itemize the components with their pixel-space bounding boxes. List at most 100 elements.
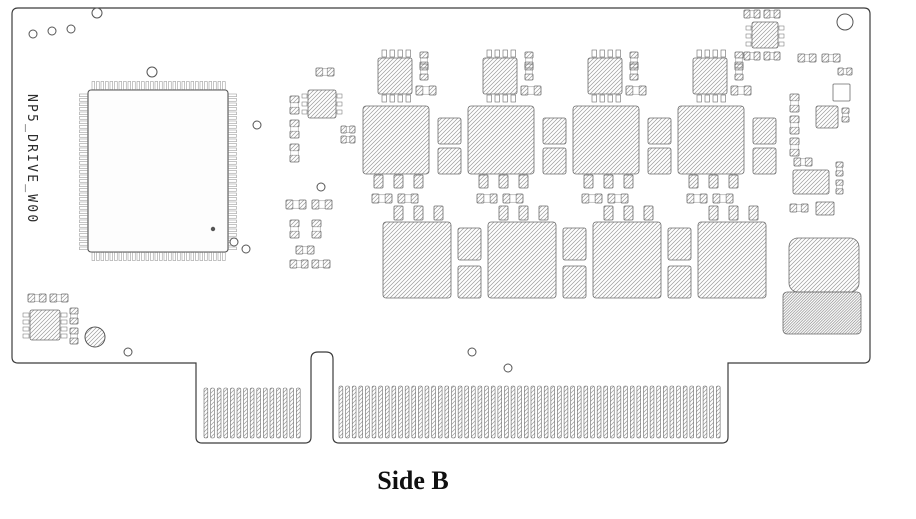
qfp-pin — [190, 252, 194, 261]
gold-finger — [629, 385, 635, 439]
transistor-lead — [728, 205, 739, 221]
qfp-pin — [204, 81, 208, 90]
ic-pin — [301, 93, 308, 99]
mounting-hole — [241, 244, 251, 254]
qfp-pin — [79, 210, 88, 214]
pad — [298, 199, 307, 210]
board-label: NP5_DRIVE_W00 — [24, 94, 39, 224]
qfp-pin — [105, 81, 109, 90]
body — [749, 10, 755, 18]
gold-finger — [464, 385, 469, 439]
ic-pin — [607, 49, 613, 58]
ic-pin — [397, 94, 403, 103]
edge-connector-right — [338, 385, 721, 439]
body — [318, 200, 326, 209]
ic-pin — [301, 101, 308, 107]
pad — [743, 9, 751, 19]
pad — [743, 85, 752, 96]
qfp-pin — [213, 252, 217, 261]
qfp-pin — [145, 81, 149, 90]
body — [525, 69, 533, 75]
passive-component — [371, 193, 393, 204]
qfp-pin — [228, 188, 237, 192]
ic-pin — [60, 326, 68, 332]
body — [836, 167, 843, 171]
qfp-pin — [79, 143, 88, 147]
pad — [808, 53, 817, 63]
qfp-pin — [127, 252, 131, 261]
qfp-pin — [79, 215, 88, 219]
qfp-pin — [123, 252, 127, 261]
ic-pin — [712, 94, 718, 103]
qfp-pin — [127, 81, 131, 90]
passive-component — [524, 63, 534, 81]
qfp-pin — [228, 183, 237, 187]
pad — [371, 193, 380, 204]
gold-finger — [716, 385, 721, 439]
qfp-pin — [118, 81, 122, 90]
qfp-pin — [91, 252, 95, 261]
passive-component — [520, 85, 542, 96]
transistor-lead — [623, 174, 634, 189]
ic-pin — [22, 333, 30, 339]
gold-finger — [610, 385, 615, 439]
power-transistor-bottom — [382, 205, 452, 299]
pad — [638, 85, 647, 96]
component — [815, 201, 835, 216]
passive-component — [629, 63, 639, 81]
mounting-hole — [836, 13, 854, 31]
gold-finger — [636, 385, 642, 439]
pad — [289, 219, 300, 228]
ic-pin — [22, 312, 30, 318]
passive-component — [289, 143, 300, 163]
gold-finger — [210, 387, 215, 439]
pad — [763, 51, 771, 61]
qfp-pin — [228, 233, 237, 237]
passive-component — [285, 199, 307, 210]
capacitor — [437, 117, 462, 145]
power-stage-1 — [362, 49, 462, 299]
pad — [289, 143, 300, 152]
power-transistor-top — [362, 105, 430, 189]
passive-component — [49, 293, 69, 303]
gold-finger — [603, 385, 608, 439]
transistor-lead — [498, 205, 509, 221]
qfp-pin — [172, 81, 176, 90]
transistor-lead — [623, 205, 634, 221]
body — [70, 333, 78, 339]
ic-pin — [22, 319, 30, 325]
pad — [789, 115, 800, 124]
gold-finger — [451, 385, 456, 439]
qfp-pin — [100, 81, 104, 90]
ic-pin — [745, 41, 752, 47]
qfp-pin — [79, 197, 88, 201]
qfp-pin — [208, 81, 212, 90]
mounting-hole — [467, 347, 477, 357]
qfp-pin — [123, 81, 127, 90]
passive-component — [607, 193, 629, 204]
ic-pin — [510, 94, 516, 103]
qfp-pin — [79, 206, 88, 210]
body — [290, 150, 299, 156]
pad — [38, 293, 47, 303]
pad — [311, 259, 320, 269]
qfp-pin — [109, 252, 113, 261]
top-right-cluster — [743, 9, 854, 61]
passive-component — [289, 119, 300, 139]
qfp-pin — [109, 81, 113, 90]
bottom-right-component — [782, 237, 862, 335]
pad — [324, 199, 333, 210]
passive-component — [397, 193, 419, 204]
gold-finger — [289, 387, 294, 439]
pad — [311, 199, 320, 210]
mid-left-cluster — [285, 67, 356, 269]
pad — [753, 51, 761, 61]
passive-component — [821, 53, 841, 63]
passive-component — [289, 95, 300, 115]
inductor — [792, 169, 830, 195]
gold-finger — [490, 385, 496, 439]
transistor-lead — [393, 205, 404, 221]
pad — [520, 85, 529, 96]
gold-finger — [385, 385, 390, 439]
qfp-microcontroller — [79, 81, 237, 261]
